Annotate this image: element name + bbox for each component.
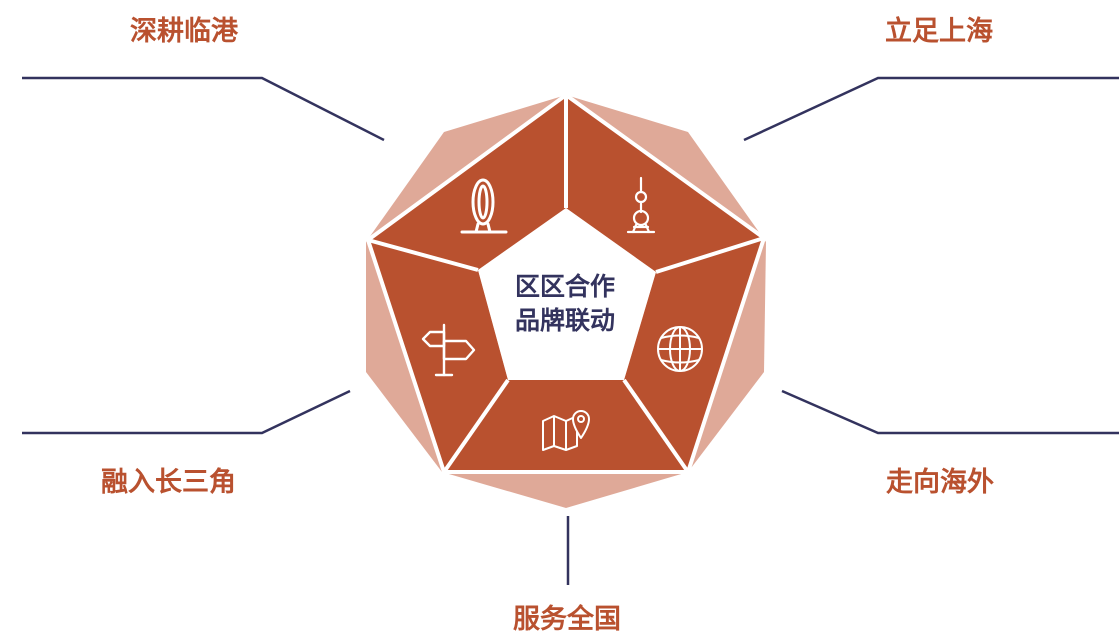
segment-dividers [366, 93, 766, 474]
connector-top-right [743, 76, 1119, 142]
connector-bottom-left [22, 389, 351, 435]
segment-top-left [368, 95, 566, 270]
center-title-line1: 区区合作 [514, 272, 615, 301]
map-pin-icon [542, 410, 590, 451]
segment-left [368, 240, 508, 472]
label-bottom-right: 走向海外 [886, 467, 994, 498]
lighthouse-ring-icon [460, 178, 508, 234]
label-bottom: 服务全国 [513, 604, 621, 635]
connector-top-left [22, 76, 385, 142]
globe-icon [657, 326, 703, 372]
connectors [22, 76, 1119, 585]
center-pentagon [478, 208, 656, 380]
label-top-right: 立足上海 [885, 16, 993, 47]
segment-right [624, 238, 764, 472]
signpost-icon [421, 323, 476, 377]
connector-bottom-right [781, 389, 1119, 435]
segment-top-right [566, 95, 764, 272]
center-title: 区区合作 品牌联动 [480, 270, 650, 338]
pearl-tower-icon [626, 176, 656, 234]
label-bottom-left: 融入长三角 [101, 467, 236, 498]
label-top-left: 深耕临港 [130, 16, 238, 47]
center-title-line2: 品牌联动 [514, 306, 615, 335]
